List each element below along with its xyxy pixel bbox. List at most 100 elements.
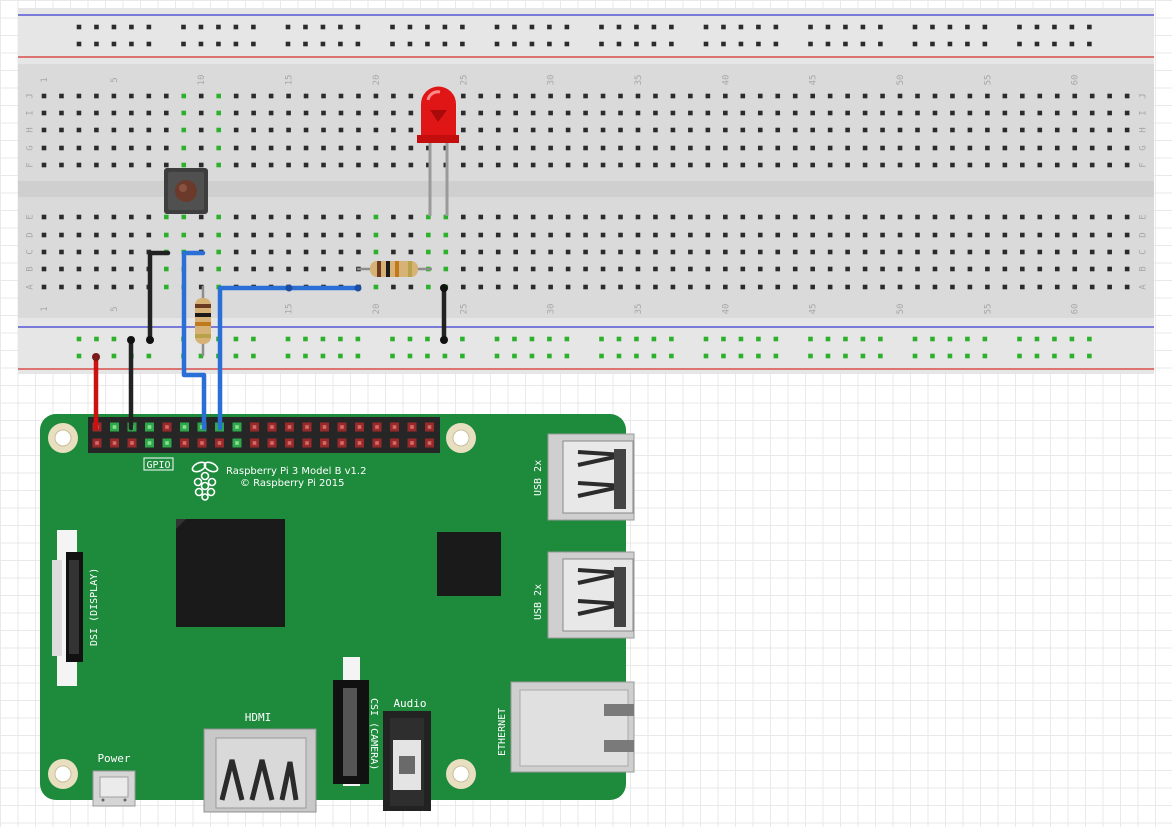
breadboard-hole — [1124, 284, 1130, 290]
breadboard-hole — [1037, 266, 1043, 272]
breadboard-hole — [286, 93, 291, 99]
breadboard-hole — [460, 284, 466, 290]
breadboard-hole — [286, 127, 291, 133]
breadboard-hole — [932, 145, 938, 151]
resistor-icon — [195, 286, 211, 356]
rail-hole — [146, 41, 152, 47]
breadboard-hole — [513, 127, 518, 133]
rail-hole — [1069, 353, 1075, 359]
breadboard-hole — [1124, 249, 1130, 255]
rail-hole — [233, 353, 239, 359]
rail-hole — [407, 336, 413, 342]
rail-hole — [669, 336, 674, 342]
rail-hole — [599, 336, 604, 342]
breadboard-hole — [757, 214, 763, 220]
breadboard-hole — [548, 249, 553, 255]
breadboard-hole — [1124, 110, 1130, 116]
rail-hole — [860, 353, 866, 359]
breadboard-hole — [233, 266, 239, 272]
gpio-pin-core — [287, 425, 292, 429]
breadboard-hole — [233, 127, 239, 133]
row-letter-label: H — [26, 127, 36, 132]
breadboard-hole — [111, 232, 117, 238]
breadboard-hole — [670, 284, 676, 290]
breadboard-hole — [792, 162, 798, 168]
breadboard-hole — [391, 110, 396, 116]
breadboard-hole — [198, 214, 204, 220]
breadboard-hole — [146, 110, 152, 116]
breadboard-hole — [880, 127, 885, 133]
breadboard-hole — [513, 214, 518, 220]
breadboard-hole — [303, 232, 309, 238]
rail-hole — [303, 41, 308, 47]
breadboard-hole — [59, 232, 64, 238]
breadboard-hole — [583, 127, 588, 133]
column-number-label: 50 — [896, 75, 906, 86]
breadboard-hole — [915, 110, 920, 116]
breadboard-hole — [1020, 266, 1025, 272]
rail-hole — [616, 41, 622, 47]
breadboard-hole — [932, 110, 938, 116]
row-letter-label: F — [1139, 162, 1149, 167]
rail-hole — [634, 353, 639, 359]
breadboard-hole — [600, 110, 606, 116]
column-number-label: 60 — [1071, 304, 1081, 315]
rail-hole — [407, 24, 413, 30]
breadboard-hole — [1037, 232, 1043, 238]
rail-hole — [912, 24, 918, 30]
breadboard-hole — [653, 284, 658, 290]
breadboard-hole — [915, 127, 920, 133]
rail-hole — [407, 41, 413, 47]
rail-hole — [1034, 353, 1040, 359]
breadboard-hole — [373, 127, 379, 133]
rail-hole — [390, 336, 395, 342]
breadboard-hole — [1124, 145, 1130, 151]
breadboard-hole — [495, 162, 501, 168]
gpio-pin-core — [112, 441, 117, 445]
breadboard-hole — [1054, 232, 1060, 238]
breadboard-hole — [845, 145, 850, 151]
breadboard-hole — [76, 162, 82, 168]
breadboard-hole — [705, 110, 711, 116]
breadboard-hole — [181, 145, 187, 151]
breadboard-hole — [618, 266, 623, 272]
breadboard-hole — [146, 232, 152, 238]
rail-hole — [216, 24, 221, 30]
gpio-pin-core — [357, 441, 362, 445]
breadboard-hole — [967, 214, 973, 220]
breadboard-hole — [740, 214, 746, 220]
breadboard-hole — [460, 110, 466, 116]
breadboard-hole — [408, 93, 414, 99]
breadboard-hole — [565, 110, 571, 116]
breadboard-hole — [1002, 249, 1008, 255]
breadboard-hole — [827, 93, 833, 99]
rail-hole — [1034, 24, 1040, 30]
breadboard-hole — [583, 93, 588, 99]
breadboard-hole — [897, 110, 903, 116]
breadboard-hole — [932, 249, 938, 255]
breadboard-hole — [460, 145, 466, 151]
rail-hole — [982, 353, 988, 359]
breadboard-hole — [303, 93, 309, 99]
breadboard-hole — [198, 127, 204, 133]
breadboard-hole — [111, 145, 117, 151]
breadboard-hole — [775, 93, 781, 99]
rail-hole — [564, 353, 570, 359]
breadboard-hole — [688, 232, 693, 238]
rail-hole — [512, 353, 517, 359]
breadboard-hole — [757, 145, 763, 151]
row-letter-label: G — [1139, 145, 1149, 150]
breadboard-hole — [688, 284, 693, 290]
breadboard-hole — [932, 266, 938, 272]
breadboard-hole — [356, 162, 361, 168]
breadboard-hole — [181, 127, 187, 133]
breadboard-hole — [1002, 93, 1008, 99]
breadboard-hole — [321, 93, 326, 99]
breadboard-hole — [653, 232, 658, 238]
breadboard-hole — [670, 214, 676, 220]
breadboard-hole — [495, 284, 501, 290]
breadboard-hole — [356, 232, 361, 238]
rail-hole — [94, 336, 99, 342]
breadboard-hole — [163, 266, 169, 272]
rail-hole — [703, 353, 709, 359]
